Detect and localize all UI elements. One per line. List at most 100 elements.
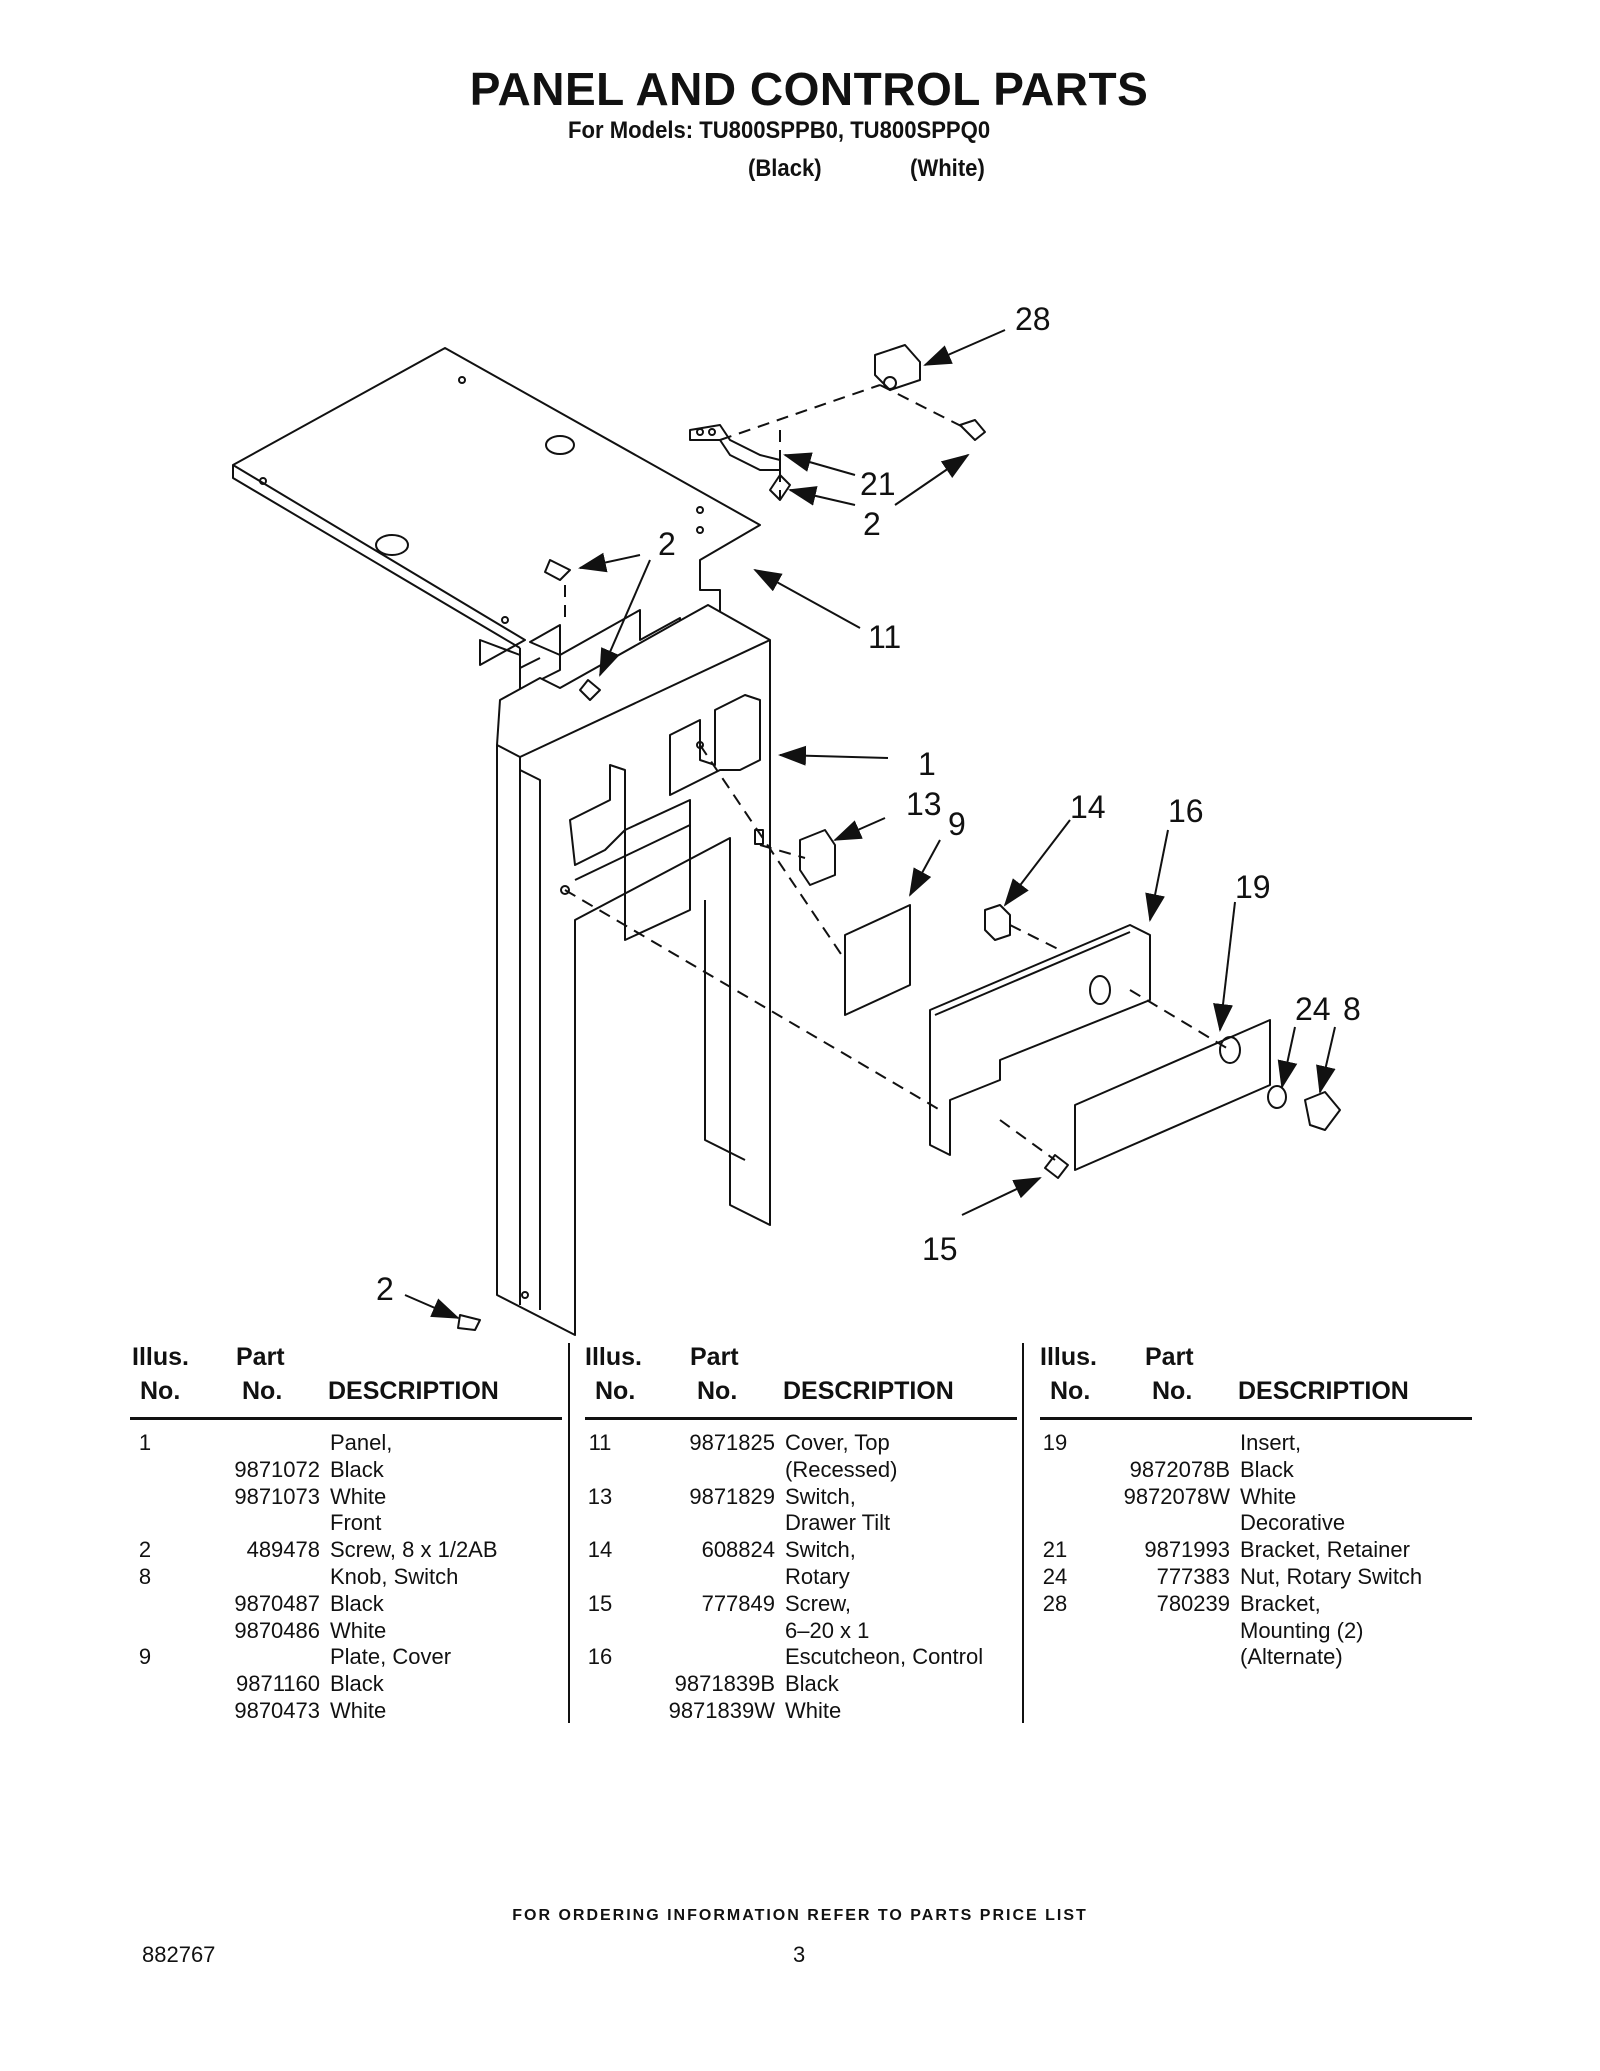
illus-number: 2	[138, 1537, 152, 1563]
insert-decorative-19	[1074, 1019, 1271, 1171]
column-divider	[568, 1343, 570, 1723]
header-part: Part	[1145, 1343, 1194, 1371]
header-part: Part	[236, 1343, 285, 1371]
table-row: 9870473 White	[130, 1698, 562, 1725]
table-row: Decorative	[1040, 1510, 1472, 1537]
table-row: 19 Insert,	[1040, 1430, 1472, 1457]
nut-rotary-24	[1267, 1085, 1287, 1109]
part-description: Panel,	[330, 1430, 393, 1455]
header-illus-no: No.	[140, 1377, 181, 1405]
illus-number: 13	[587, 1483, 613, 1509]
part-number: 9871993	[1144, 1537, 1230, 1563]
part-description: (Alternate)	[1240, 1644, 1343, 1670]
part-description: Drawer Tilt	[785, 1510, 891, 1536]
part-description: Plate, Cover	[330, 1644, 452, 1670]
part-number: 9871839W	[668, 1697, 775, 1723]
part-description: Black	[330, 1590, 384, 1616]
illus-number: 28	[1042, 1590, 1068, 1616]
column-header: Illus. No. Part No. DESCRIPTION	[1040, 1343, 1472, 1420]
illus-number: 1	[138, 1430, 152, 1455]
parts-table-column-1: Illus. No. Part No. DESCRIPTION 1 Panel, 9…	[130, 1343, 562, 1725]
document-number: 882767	[142, 1942, 216, 1967]
table-row: (Recessed)	[585, 1457, 1017, 1484]
table-row: Drawer Tilt	[585, 1510, 1017, 1537]
callout-14: 14	[1070, 789, 1106, 825]
table-row: 6–20 x 1	[585, 1618, 1017, 1645]
table-row: Mounting (2)	[1040, 1618, 1472, 1645]
column-header: Illus. No. Part No. DESCRIPTION	[130, 1343, 562, 1420]
cover-plate-9	[844, 904, 911, 1016]
part-description: Escutcheon, Control	[785, 1644, 984, 1670]
table-row: 1 Panel,	[130, 1430, 562, 1457]
switch-rotary-14	[984, 904, 1011, 941]
part-description: Knob, Switch	[330, 1563, 459, 1589]
callout-9: 9	[948, 806, 966, 842]
part-number: 9870487	[234, 1590, 320, 1616]
illus-number: 15	[587, 1590, 613, 1616]
escutcheon-control-16	[929, 924, 1151, 1156]
header-illus-no: No.	[1050, 1377, 1091, 1405]
part-number: 777383	[1156, 1563, 1230, 1589]
part-description: Nut, Rotary Switch	[1240, 1563, 1423, 1589]
part-number: 489478	[246, 1537, 320, 1563]
exploded-parts-diagram: 28 21 2 2 11 1 13 9 14 16 19 24 8 15 2	[232, 301, 1361, 1336]
switch-drawer-tilt-13	[799, 829, 836, 886]
column-divider	[1022, 1343, 1024, 1723]
part-number: 9871073	[234, 1483, 320, 1509]
bracket-mounting-28	[874, 344, 921, 391]
part-description: Cover, Top	[785, 1430, 890, 1455]
part-number: 9870473	[234, 1697, 320, 1723]
part-description: Front	[330, 1510, 382, 1536]
callout-13: 13	[906, 786, 942, 822]
header-part: Part	[690, 1343, 739, 1371]
part-description: (Recessed)	[785, 1456, 898, 1482]
table-row: 9870486 White	[130, 1618, 562, 1645]
variant-white-label: (White)	[910, 155, 985, 182]
knob-switch-8	[1304, 1091, 1341, 1131]
illus-number: 19	[1042, 1430, 1068, 1455]
header-part-no: No.	[242, 1377, 283, 1405]
part-description: White	[330, 1697, 387, 1723]
callout-16: 16	[1168, 793, 1204, 829]
callout-labels: 28 21 2 2 11 1 13 9 14 16 19 24 8 15 2	[376, 301, 1361, 1307]
part-number: 9870486	[234, 1617, 320, 1643]
part-description: White	[330, 1617, 387, 1643]
part-number: 9871839B	[674, 1671, 775, 1697]
callout-2-left: 2	[658, 526, 676, 562]
part-description: Insert,	[1240, 1430, 1302, 1455]
table-row: 9870487 Black	[130, 1591, 562, 1618]
part-description: White	[330, 1483, 387, 1509]
part-description: Black	[1240, 1456, 1294, 1482]
header-illus: Illus.	[132, 1343, 189, 1371]
callout-2-top: 2	[863, 506, 881, 542]
part-number: 9871829	[689, 1483, 775, 1509]
part-number: 9871825	[689, 1430, 775, 1455]
callout-24: 24	[1295, 991, 1331, 1027]
part-description: White	[785, 1697, 842, 1723]
illus-number: 14	[587, 1537, 613, 1563]
part-description: Rotary	[785, 1563, 850, 1589]
part-description: 6–20 x 1	[785, 1617, 870, 1643]
bracket-retainer-21	[689, 424, 781, 471]
header-part-no: No.	[697, 1377, 738, 1405]
part-description: Screw, 8 x 1/2AB	[330, 1537, 498, 1563]
table-row: Rotary	[585, 1564, 1017, 1591]
header-description: DESCRIPTION	[783, 1377, 954, 1405]
ordering-note: FOR ORDERING INFORMATION REFER TO PARTS …	[512, 1907, 1088, 1924]
part-description: Screw,	[785, 1590, 852, 1616]
part-description: Bracket,	[1240, 1590, 1321, 1616]
page-number: 3	[793, 1942, 806, 1967]
part-description: Decorative	[1240, 1510, 1346, 1536]
models-subtitle: For Models: TU800SPPB0, TU800SPPQ0	[568, 117, 991, 144]
